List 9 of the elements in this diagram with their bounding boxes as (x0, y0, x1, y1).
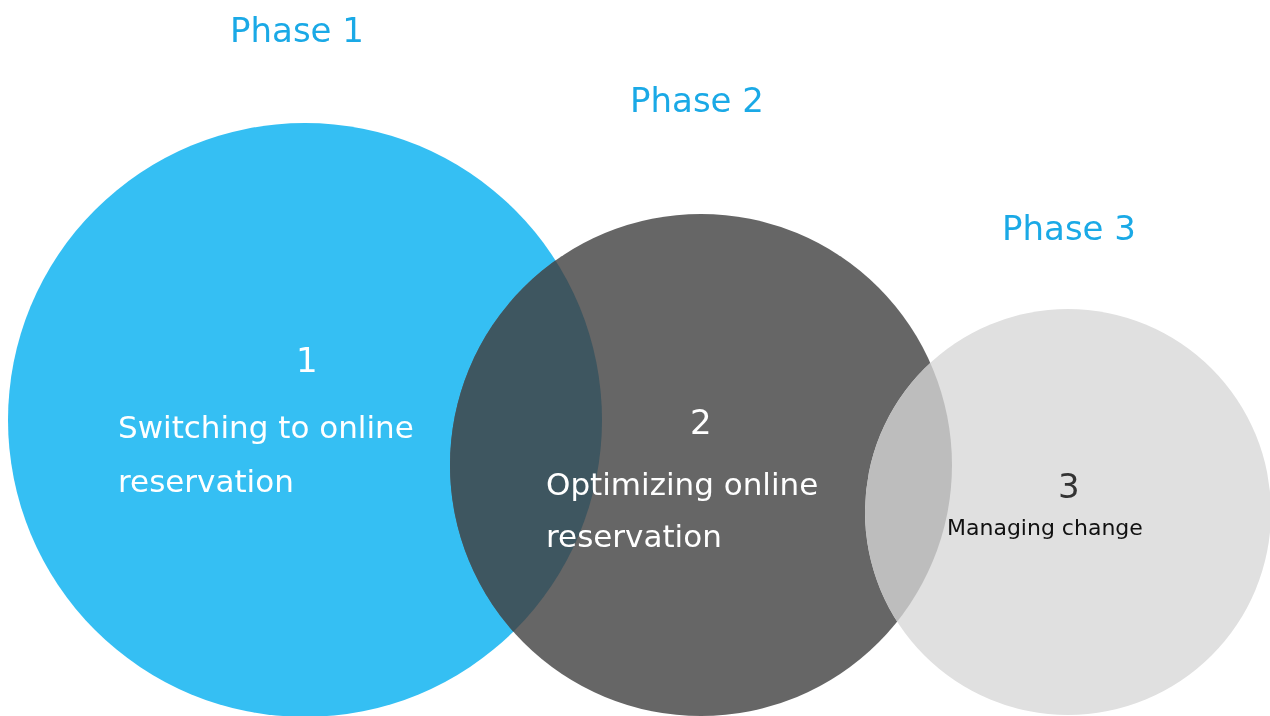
phase-description: Switching to online reservation (118, 408, 415, 501)
phase-number: 1 (296, 339, 318, 382)
phase-heading: Phase 1 (230, 9, 364, 52)
phase-heading: Phase 3 (1002, 207, 1136, 250)
phase-heading: Phase 2 (630, 79, 764, 122)
phase-number: 2 (690, 401, 712, 444)
phase-number: 3 (1058, 465, 1080, 508)
phase-description: Optimizing online reservation (546, 465, 820, 556)
phase-description: Managing change (947, 514, 1144, 542)
